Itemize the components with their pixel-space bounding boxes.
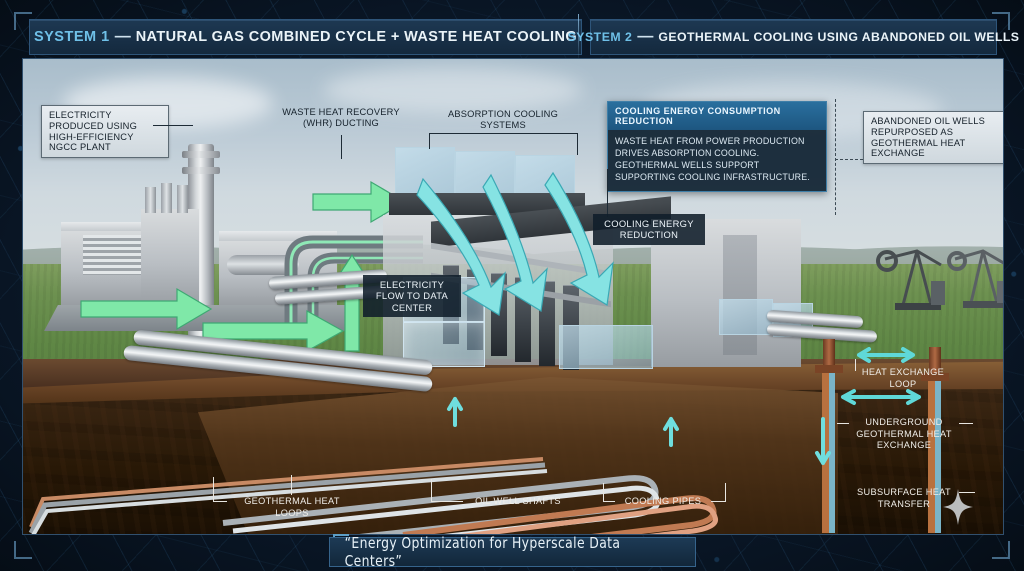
wellhead-flange bbox=[815, 365, 843, 373]
stack-ring bbox=[182, 167, 220, 174]
crac-unit-row bbox=[559, 325, 653, 369]
leader-subsurface bbox=[959, 492, 975, 493]
leader-line-whr bbox=[341, 135, 342, 159]
footer-title-text: “Energy Optimization for Hyperscale Data… bbox=[344, 534, 621, 570]
hrsg-unit bbox=[141, 209, 199, 309]
system-divider bbox=[578, 14, 579, 58]
system-2-dash: — bbox=[637, 28, 654, 45]
leader-cooling-pipes-rv bbox=[725, 483, 726, 502]
highlight-body: WASTE HEAT FROM POWER PRODUCTION DRIVES … bbox=[615, 136, 810, 182]
leader-ug-geo-l bbox=[837, 423, 849, 424]
dashed-leader-wells bbox=[835, 99, 836, 215]
pumpjack-unit bbox=[876, 249, 945, 310]
label-heat-exchange-loop: HEAT EXCHANGE LOOP bbox=[861, 367, 945, 389]
dashed-leader-wells-h bbox=[835, 159, 863, 160]
leader-tick-absorption bbox=[577, 133, 578, 155]
label-underground-geothermal: UNDERGROUND GEOTHERMAL HEAT EXCHANGE bbox=[856, 417, 952, 450]
hrsg-chimney bbox=[145, 187, 156, 213]
green-flow-arrow bbox=[80, 287, 213, 331]
label-subsurface-heat-transfer: SUBSURFACE HEAT TRANSFER bbox=[857, 487, 951, 509]
bidirectional-flow-arrow bbox=[857, 347, 915, 363]
wellhead-flange bbox=[921, 373, 949, 381]
system-1-dash: — bbox=[114, 28, 131, 45]
callout-abandoned-wells: ABANDONED OIL WELLS REPURPOSED AS GEOTHE… bbox=[863, 111, 1003, 165]
electrical-room-glass bbox=[403, 321, 485, 367]
footer-title-bar: “Energy Optimization for Hyperscale Data… bbox=[329, 534, 696, 570]
highlight-callout: COOLING ENERGY CONSUMPTION REDUCTION WAS… bbox=[607, 101, 827, 192]
server-rack bbox=[539, 281, 555, 366]
system-1-number: SYSTEM 1 bbox=[33, 29, 110, 45]
leader-line-ngcc bbox=[153, 125, 193, 126]
label-absorption-cooling: ABSORPTION COOLING SYSTEMS bbox=[447, 109, 558, 130]
label-oil-well-shafts: OIL WELL SHAFTS bbox=[475, 496, 561, 506]
leader-cooling-pipes bbox=[603, 501, 615, 502]
leader-ug-geo-r bbox=[959, 423, 973, 424]
leader-cooling-pipes-v bbox=[603, 483, 604, 502]
highlight-title: COOLING ENERGY CONSUMPTION REDUCTION bbox=[608, 102, 826, 130]
leader-line-highlight bbox=[607, 169, 608, 217]
hrsg-chimney bbox=[177, 185, 188, 213]
excavation-pit bbox=[198, 377, 838, 534]
leader-hx-loop bbox=[855, 359, 856, 371]
green-flow-arrow bbox=[312, 180, 407, 224]
sparkle-watermark-icon bbox=[943, 489, 973, 525]
label-cooling-pipes: COOLING PIPES bbox=[624, 496, 702, 506]
illustration-scene: ELECTRICITY PRODUCED USING HIGH-EFFICIEN… bbox=[22, 58, 1004, 535]
label-whr-ducting: WASTE HEAT RECOVERY (WHR) DUCTING bbox=[282, 107, 400, 128]
leader-line-absorption bbox=[429, 133, 577, 134]
frame-corner-bottom-right bbox=[992, 541, 1010, 559]
pumpjack-unit bbox=[947, 249, 1003, 308]
system-1-name: NATURAL GAS COMBINED CYCLE + WASTE HEAT … bbox=[135, 29, 578, 45]
turbine-hall-roof bbox=[219, 231, 337, 241]
stack-ring bbox=[182, 151, 220, 158]
hrsg-chimney bbox=[161, 183, 172, 213]
label-cooling-energy-reduction: COOLING ENERGY REDUCTION bbox=[593, 214, 705, 245]
leader-geothermal-v2 bbox=[291, 475, 292, 495]
cloud bbox=[323, 67, 583, 113]
system-2-header: SYSTEM 2 — GEOTHERMAL COOLING USING ABANDO… bbox=[568, 19, 1019, 55]
leader-geothermal-v bbox=[213, 477, 214, 502]
leader-geothermal bbox=[213, 501, 227, 502]
leader-oil-shafts-v bbox=[431, 479, 432, 502]
cooling-module bbox=[719, 299, 773, 335]
frame-corner-bottom-left bbox=[14, 541, 32, 559]
underground-pipe-network bbox=[28, 373, 941, 534]
wellhead-christmas-tree bbox=[823, 339, 835, 369]
label-electricity-flow: ELECTRICITY FLOW TO DATA CENTER bbox=[363, 275, 461, 317]
cooling-energy-arrows bbox=[416, 171, 614, 316]
plant-roof-a bbox=[61, 222, 181, 231]
system-1-header: SYSTEM 1—NATURAL GAS COMBINED CYCLE + WA… bbox=[29, 19, 582, 55]
wellhead-christmas-tree bbox=[929, 347, 941, 377]
turbine-casing bbox=[227, 255, 299, 275]
leader-tick-absorption bbox=[429, 133, 430, 149]
label-geothermal-heat-loops: GEOTHERMAL HEAT LOOPS bbox=[244, 496, 340, 518]
callout-ngcc-plant: ELECTRICITY PRODUCED USING HIGH-EFFICIEN… bbox=[41, 105, 169, 159]
system-2-number: SYSTEM 2 bbox=[567, 30, 633, 44]
frame-corner-top-left bbox=[14, 12, 32, 30]
leader-oil-shafts bbox=[431, 501, 463, 502]
bidirectional-flow-arrow bbox=[841, 389, 921, 405]
wing-facade-panel bbox=[723, 235, 757, 355]
frame-corner-top-right bbox=[992, 12, 1010, 30]
leader-cooling-pipes-r bbox=[711, 501, 725, 502]
system-2-name: GEOTHERMAL COOLING USING ABANDONED OIL W… bbox=[658, 30, 1020, 44]
